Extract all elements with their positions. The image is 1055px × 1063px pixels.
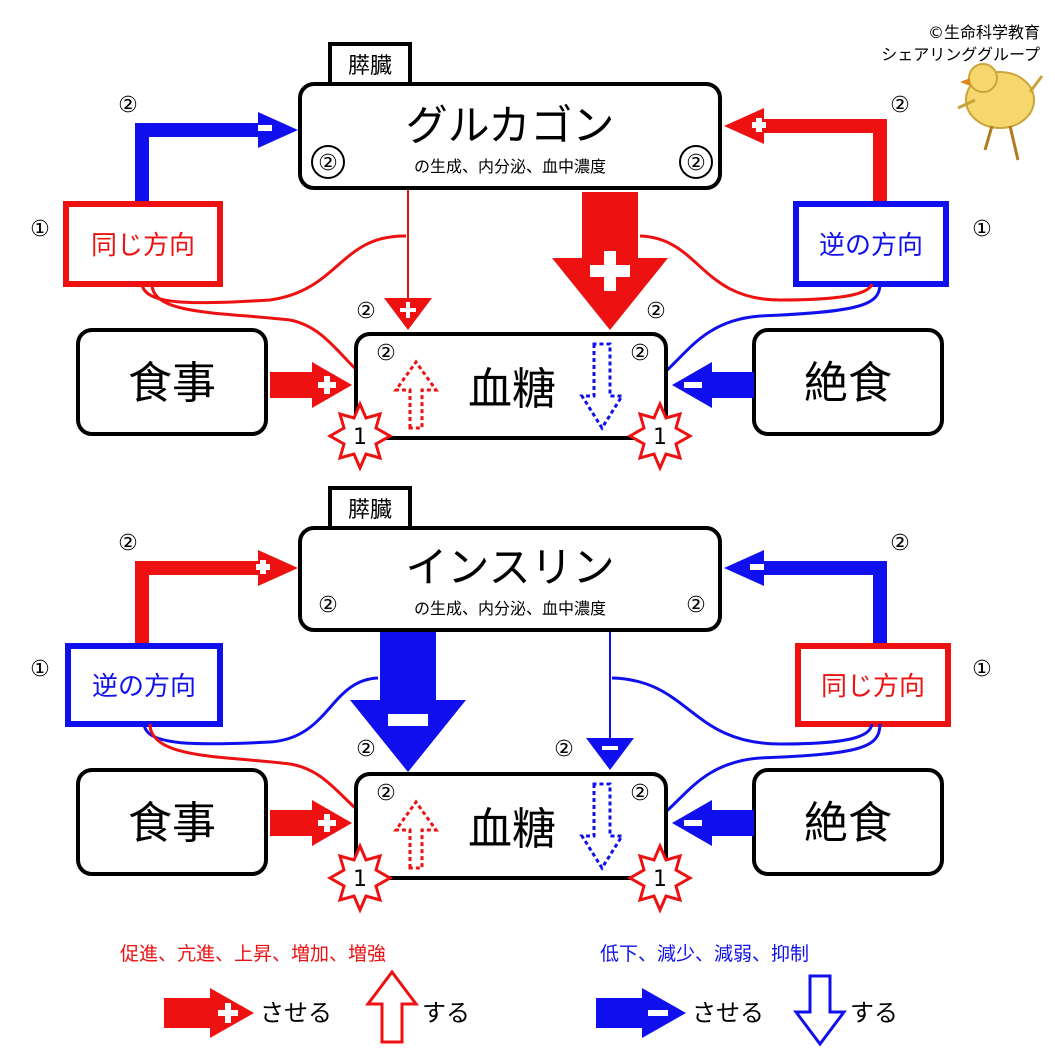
star-label: 1 [653, 425, 667, 450]
num-label: ② [118, 531, 138, 556]
direction-label-right: 逆の方向 [819, 231, 923, 261]
blood-sugar-label: 血糖 [468, 804, 556, 855]
arrowhead-icon [258, 112, 298, 148]
hormone-name: インスリン [405, 543, 614, 592]
num-label: ② [356, 299, 376, 324]
num-label: ② [890, 93, 910, 118]
meal-label: 食事 [128, 798, 216, 849]
organ-tag-box [328, 486, 412, 530]
legend-suru-red: する [422, 999, 470, 1027]
meal-arrow [270, 810, 316, 836]
num-label: ② [686, 151, 706, 176]
thick-arrow-shaft [380, 632, 436, 702]
blood-sugar-box [354, 332, 668, 440]
legend-red-arrow-icon [164, 998, 214, 1028]
num-side-label: ① [972, 657, 992, 682]
plus-icon [756, 118, 762, 132]
panel-insulin: 膵臓 インスリン の生成、内分泌、血中濃度 ② ② ② ② 逆の方向 ① 同じ方… [30, 486, 992, 914]
legend-saseru-blue: させる [692, 999, 764, 1027]
star-label: 1 [653, 867, 667, 892]
legend-blue-terms: 低下、減少、減弱、抑制 [600, 943, 809, 965]
num-label: ② [630, 341, 650, 366]
num-label: ② [630, 781, 650, 806]
fasting-label: 絶食 [804, 358, 892, 409]
num-label: ② [686, 593, 706, 618]
thick-arrowhead-icon [350, 700, 466, 772]
arrowhead-icon [586, 738, 634, 770]
feedback-arrow-right [760, 561, 887, 645]
star-icon [626, 400, 694, 472]
meal-label: 食事 [128, 358, 216, 409]
feedback-arrow-left [135, 561, 262, 645]
star-label: 1 [353, 425, 367, 450]
hormone-name: グルカゴン [406, 101, 615, 150]
hormone-sub: の生成、内分泌、血中濃度 [414, 157, 606, 176]
num-circle-icon [311, 145, 345, 179]
legend-saseru-red: させる [260, 999, 332, 1027]
organ-tag: 膵臓 [348, 498, 392, 523]
fasting-arrow [708, 810, 754, 836]
arrowhead-icon [258, 550, 298, 586]
legend-down-arrow-icon [793, 974, 847, 1047]
chick-mascot-icon [957, 63, 1044, 161]
dotted-down-arrow-icon [579, 342, 625, 431]
hormone-sub: の生成、内分泌、血中濃度 [414, 599, 606, 618]
meal-box [76, 768, 268, 876]
num-label: ② [554, 737, 574, 762]
blood-sugar-label: 血糖 [468, 364, 556, 415]
blood-sugar-box [354, 772, 668, 880]
legend-red-terms: 促進、亢進、上昇、増加、増強 [120, 943, 386, 965]
copyright-line1: ©生命科学教育 [928, 23, 1040, 42]
num-label: ② [318, 151, 338, 176]
organ-tag-box [328, 42, 412, 86]
star-label: 1 [353, 867, 367, 892]
feedback-arrow-left [135, 123, 262, 205]
panel-glucagon: 膵臓 グルカゴン の生成、内分泌、血中濃度 ② ② ② ② 同じ方向 ① 逆の方… [30, 42, 992, 472]
num-label: ② [646, 299, 666, 324]
legend: 促進、亢進、上昇、増加、増強 低下、減少、減弱、抑制 させる する させる する [120, 943, 898, 1047]
star-icon [326, 400, 394, 472]
feedback-arrow-right [760, 119, 887, 205]
num-label: ② [890, 531, 910, 556]
thick-arrow-shaft [582, 192, 638, 260]
meal-arrow [270, 372, 316, 398]
num-circle-icon [679, 145, 713, 179]
thick-arrowhead-icon [552, 258, 668, 330]
direction-label-right: 同じ方向 [821, 672, 925, 702]
legend-up-arrow-icon [365, 969, 419, 1044]
copyright-line2: シェアリンググループ [881, 45, 1040, 64]
fasting-arrow [708, 372, 754, 398]
arrowhead-icon [724, 550, 764, 586]
direction-label-left: 同じ方向 [91, 231, 195, 261]
direction-label-left: 逆の方向 [92, 672, 196, 702]
dotted-down-arrow-icon [579, 782, 625, 871]
hormone-box [298, 82, 722, 190]
legend-suru-blue: する [850, 999, 898, 1027]
organ-tag: 膵臓 [348, 54, 392, 79]
num-label: ② [318, 593, 338, 618]
star-icon [326, 842, 394, 914]
num-label: ② [376, 781, 396, 806]
num-label: ② [356, 737, 376, 762]
num-side-label: ① [30, 657, 50, 682]
star-icon [626, 842, 694, 914]
num-side-label: ① [972, 217, 992, 242]
num-side-label: ① [30, 217, 50, 242]
num-label: ② [376, 341, 396, 366]
arrowhead-icon [724, 108, 764, 144]
fasting-label: 絶食 [804, 798, 892, 849]
meal-box [76, 328, 268, 436]
minus-icon [258, 125, 272, 131]
hormone-box [298, 526, 722, 632]
minus-icon [388, 714, 428, 726]
legend-blue-arrow-icon [596, 998, 646, 1028]
direction-box-left [63, 201, 223, 287]
num-label: ② [118, 93, 138, 118]
direction-box-right [793, 201, 949, 287]
direction-box-right [795, 643, 951, 727]
